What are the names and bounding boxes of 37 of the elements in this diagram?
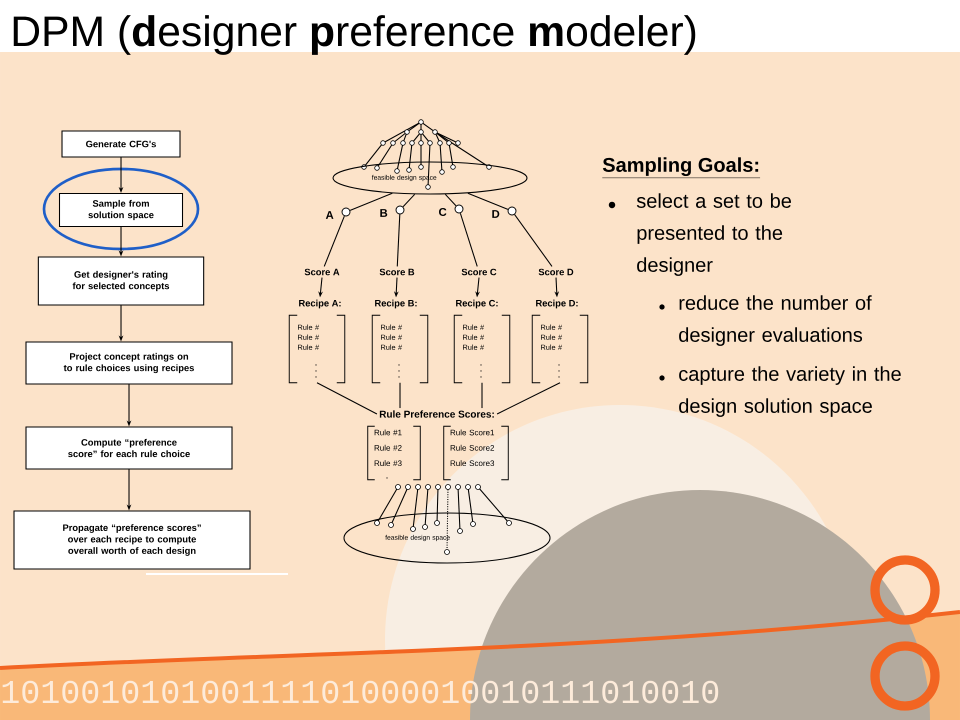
- letter-label: C: [439, 208, 446, 216]
- bracket-box: Rule #1 Rule #2 Rule #3: [367, 426, 421, 480]
- connector: [496, 382, 560, 414]
- letter-label: B: [380, 209, 388, 217]
- section-heading: Sampling Goals:: [602, 157, 760, 178]
- score-label: Score B: [380, 268, 414, 276]
- score-label: Score C: [462, 268, 496, 276]
- connector: [396, 214, 400, 266]
- recipe-heading: Recipe B:: [375, 300, 417, 308]
- process-box: Project concept ratings on to rule choices using recipes: [25, 341, 233, 385]
- connector: [514, 214, 552, 267]
- connector: [350, 192, 393, 211]
- connector: [460, 213, 478, 267]
- letter-label: D: [492, 210, 500, 218]
- process-box: Get designer's rating for selected concepts: [38, 256, 204, 306]
- title: DPM (designer preference modeler): [14, 15, 696, 55]
- connector: [402, 194, 416, 208]
- connector: [399, 382, 401, 408]
- recipe-heading: Recipe A:: [299, 300, 341, 308]
- process-box: Compute “preference score” for each rule choice: [25, 426, 233, 470]
- connector: [316, 382, 378, 414]
- connector: [324, 216, 345, 267]
- bullet-text: capture the variety in the design solution space: [679, 366, 901, 417]
- connector: [481, 382, 483, 408]
- section-heading: Rule Preference Scores:: [380, 410, 494, 418]
- letter-label: A: [326, 211, 334, 219]
- score-label: Score D: [538, 268, 574, 276]
- recipe-heading: Recipe C:: [456, 300, 498, 308]
- bracket-box: Rule Score1 Rule Score2 Rule Score3: [443, 426, 509, 480]
- recipe-heading: Recipe D:: [536, 300, 578, 308]
- process-box: Generate CFG's: [61, 130, 181, 158]
- process-box: Sample from solution space: [58, 192, 184, 228]
- score-label: Score A: [304, 268, 340, 276]
- connector: [468, 192, 508, 210]
- process-box: Propagate “preference scores” over each recipe to compute overall worth of each design: [13, 510, 251, 570]
- node-label: Rule #1 Rule #2 Rule #3: [374, 429, 402, 466]
- connector: [444, 194, 456, 206]
